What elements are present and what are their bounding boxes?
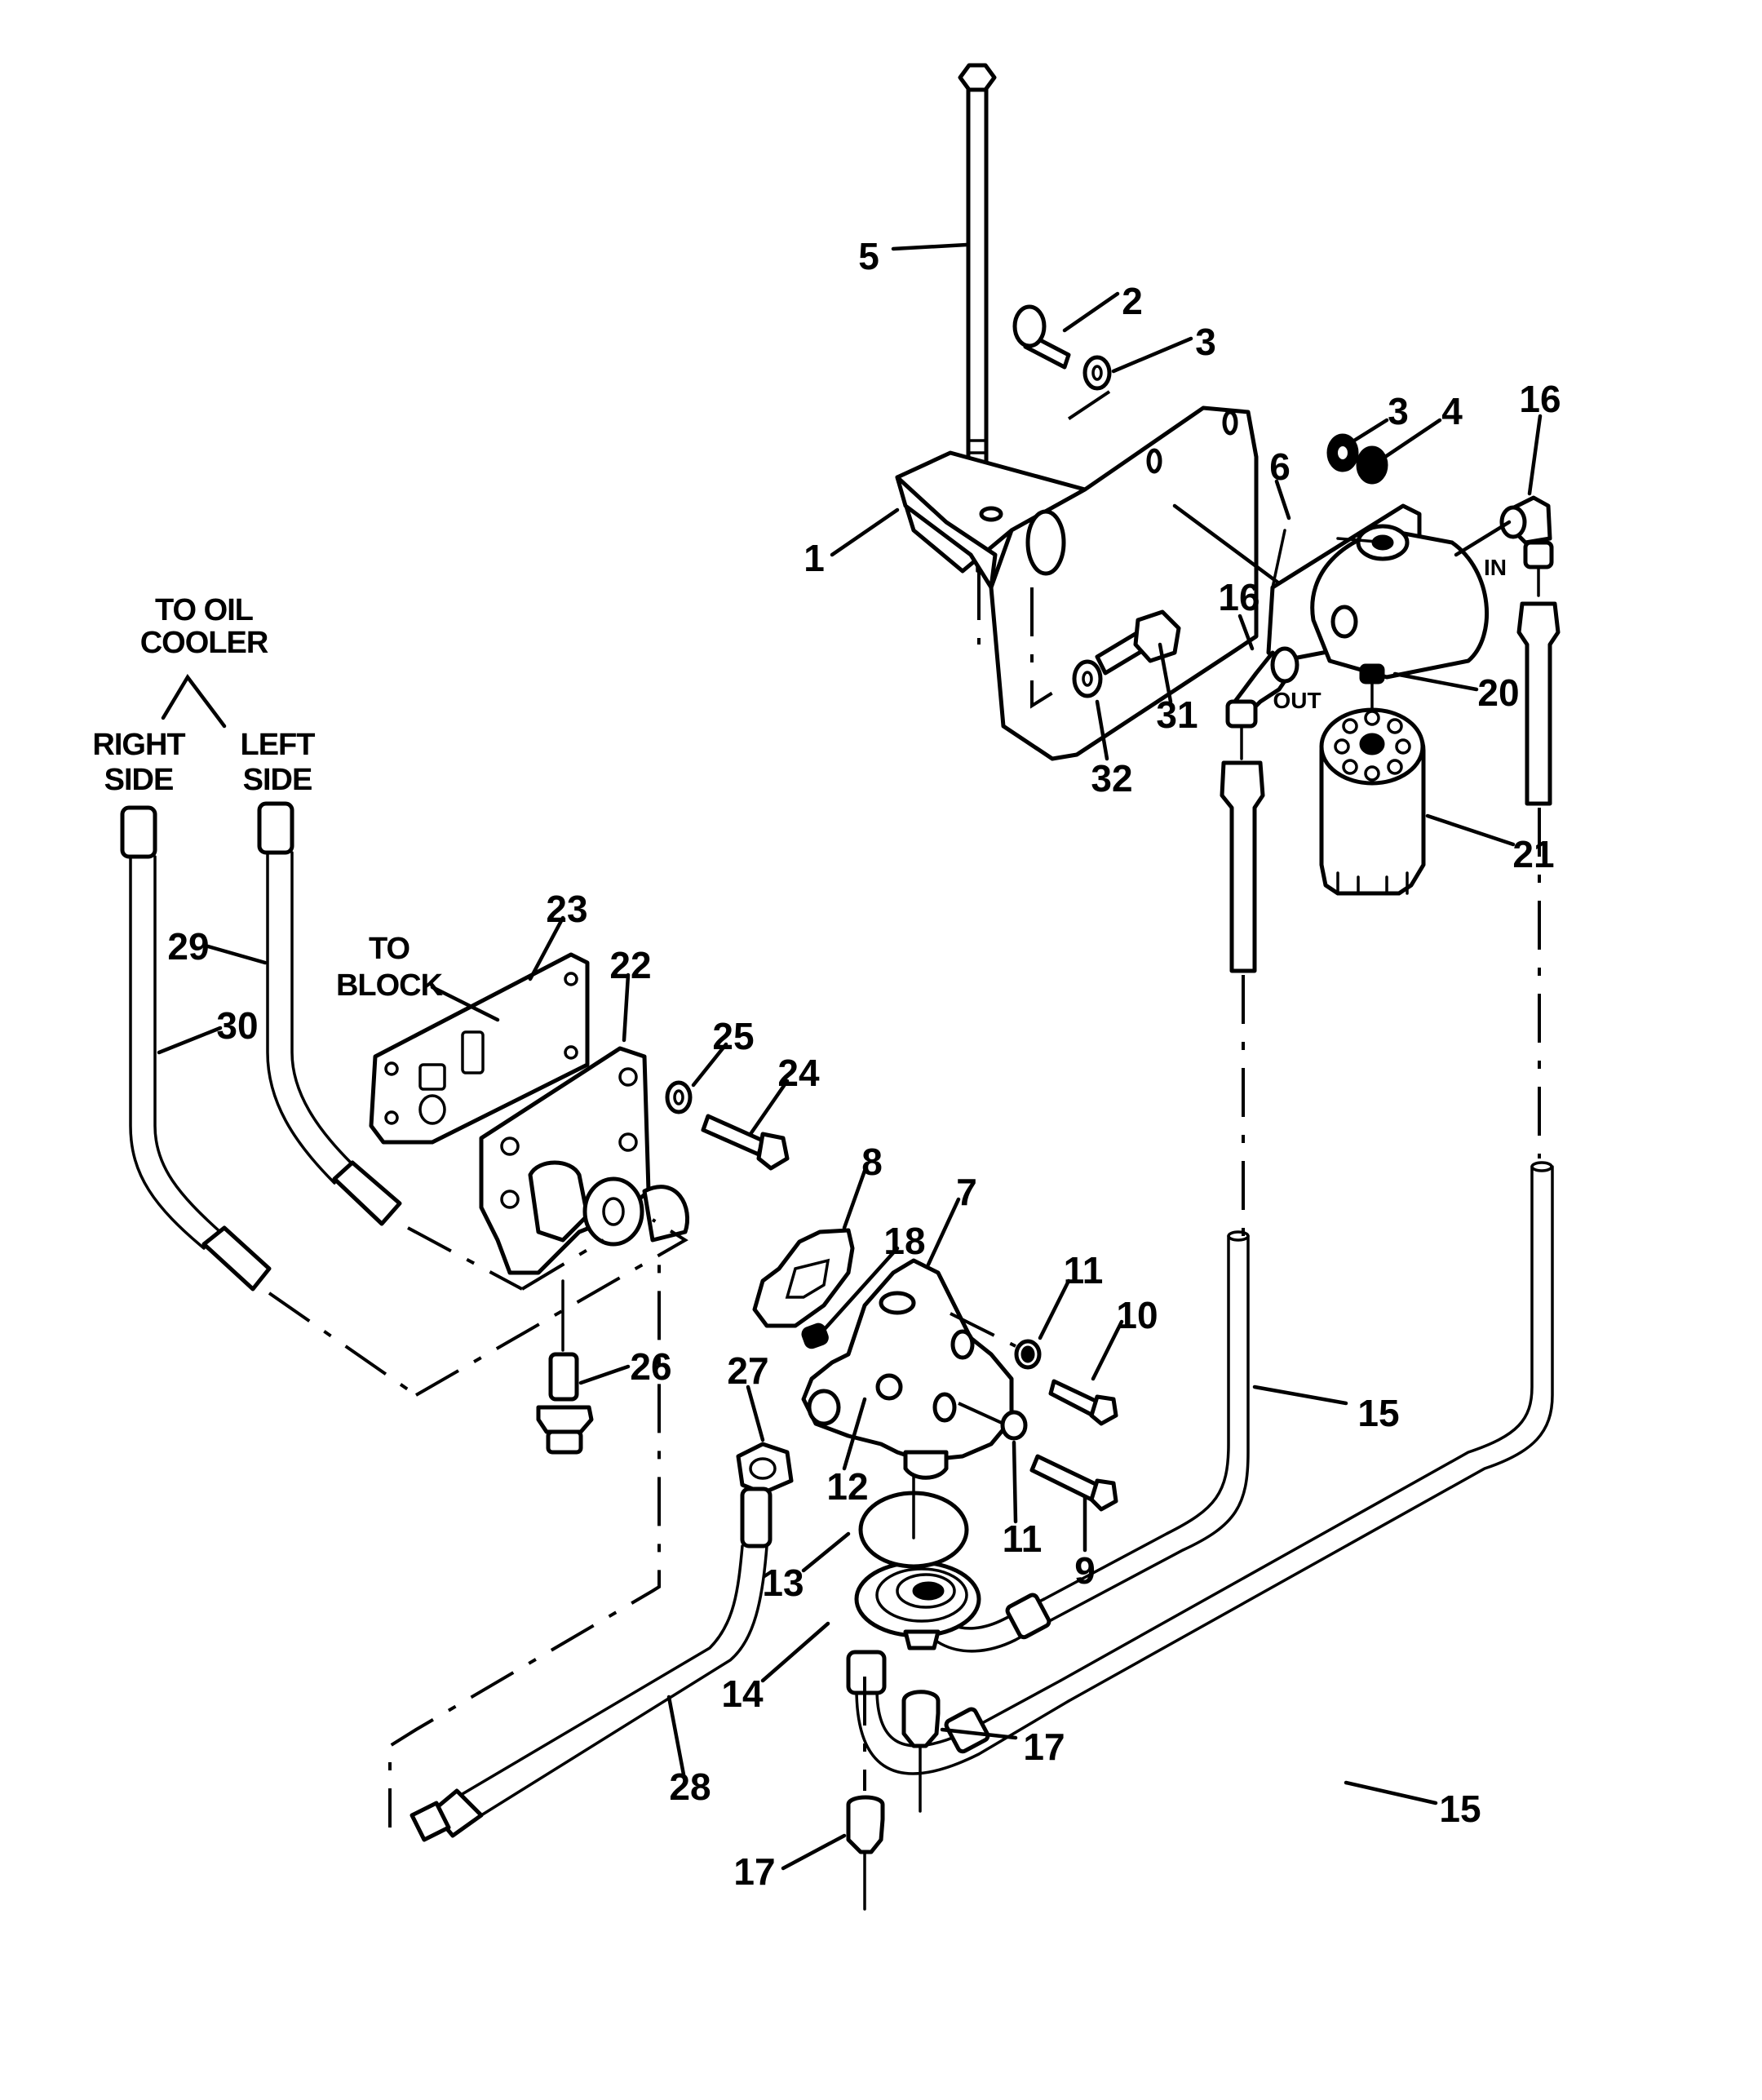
callout-21: 21 xyxy=(1512,833,1554,875)
leader-lines xyxy=(157,242,1543,1871)
note-to-block-2: BLOCK xyxy=(336,968,444,1003)
callout-labels: 5 2 3 1 3 4 6 16 16 20 31 32 21 29 30 23… xyxy=(167,235,1561,1893)
part-30-hose-right-side xyxy=(120,805,418,1397)
part-3-washer-right xyxy=(1326,433,1359,472)
part-10-bolt xyxy=(1048,1379,1118,1426)
part-15-tube-outer xyxy=(1059,1161,1554,1703)
callout-32: 32 xyxy=(1091,757,1132,800)
part-15-tube-inner xyxy=(1043,1230,1250,1621)
callout-24: 24 xyxy=(777,1052,820,1094)
part-16-elbow-out xyxy=(1225,646,1299,729)
callout-3: 3 xyxy=(1195,321,1216,363)
part-1-bracket xyxy=(895,405,1259,761)
part-11-washer-upper xyxy=(1014,1339,1042,1370)
callout-12: 12 xyxy=(826,1465,868,1508)
note-to-block-1: TO xyxy=(369,932,410,966)
part-11-washer-lower xyxy=(1000,1410,1028,1441)
callout-3: 3 xyxy=(1388,390,1409,432)
port-label-in: IN xyxy=(1484,555,1507,580)
callout-25: 25 xyxy=(712,1015,754,1057)
part-32-washer xyxy=(1072,659,1103,698)
callout-14: 14 xyxy=(721,1672,764,1715)
part-6-filter-head xyxy=(1172,503,1490,680)
note-to-oil-cooler-2: COOLER xyxy=(140,626,268,660)
callout-16: 16 xyxy=(1218,576,1260,618)
callout-8: 8 xyxy=(861,1141,883,1183)
part-7-adapter-housing xyxy=(801,1258,1014,1480)
part-3-washer-top xyxy=(1082,355,1112,391)
part-21-oil-filter xyxy=(1319,707,1426,896)
callout-4: 4 xyxy=(1441,390,1463,432)
callout-5: 5 xyxy=(858,235,879,277)
part-2-bolt xyxy=(1012,304,1071,370)
part-20-nipple xyxy=(1359,663,1385,711)
callout-30: 30 xyxy=(216,1004,258,1047)
part-4-nut xyxy=(1356,445,1388,485)
callout-18: 18 xyxy=(883,1220,925,1262)
callout-15: 15 xyxy=(1439,1788,1481,1830)
part-28-hose xyxy=(410,1486,773,1842)
callout-10: 10 xyxy=(1116,1294,1158,1336)
callout-2: 2 xyxy=(1122,280,1143,322)
callout-15: 15 xyxy=(1357,1392,1399,1434)
callout-31: 31 xyxy=(1156,693,1198,736)
callout-11: 11 xyxy=(1003,1517,1043,1560)
note-left-side-1: LEFT xyxy=(241,728,316,762)
part-9-bolt xyxy=(1029,1454,1118,1512)
callout-1: 1 xyxy=(804,537,825,579)
callout-23: 23 xyxy=(546,888,587,930)
hose-out-upper xyxy=(1220,724,1265,1240)
part-18-plug xyxy=(801,1322,829,1349)
callout-17: 17 xyxy=(733,1850,775,1893)
note-left-side-2: SIDE xyxy=(243,763,312,797)
part-14-adapter-plate xyxy=(854,1560,981,1650)
part-13-o-ring xyxy=(858,1475,969,1569)
callout-7: 7 xyxy=(956,1171,977,1213)
callout-16: 16 xyxy=(1519,378,1561,420)
callout-9: 9 xyxy=(1074,1549,1096,1592)
port-label-out: OUT xyxy=(1273,688,1321,713)
callout-26: 26 xyxy=(630,1345,671,1388)
callout-29: 29 xyxy=(167,925,209,968)
callout-13: 13 xyxy=(762,1562,804,1604)
note-right-side-2: SIDE xyxy=(104,763,174,797)
part-25-washer xyxy=(665,1080,693,1114)
part-22-adapter xyxy=(479,1046,690,1275)
part-31-bolt xyxy=(1095,609,1181,676)
part-23-gasket xyxy=(369,952,590,1145)
part-16-elbow-in xyxy=(1454,495,1554,569)
callout-6: 6 xyxy=(1269,445,1291,488)
part-26-fitting xyxy=(536,1279,594,1455)
callout-11: 11 xyxy=(1064,1249,1104,1291)
part-27-fitting xyxy=(736,1442,794,1495)
callout-20: 20 xyxy=(1477,671,1519,714)
note-to-oil-cooler-1: TO OIL xyxy=(155,593,254,627)
part-17-fitting-lower xyxy=(846,1795,885,1911)
note-right-side-1: RIGHT xyxy=(92,728,185,762)
callout-28: 28 xyxy=(669,1766,711,1808)
part-24-bolt xyxy=(701,1114,790,1171)
callout-17: 17 xyxy=(1023,1726,1065,1768)
callout-22: 22 xyxy=(609,944,651,986)
part-17-fitting-upper xyxy=(901,1690,941,1813)
part-29-hose-left-side xyxy=(257,801,523,1291)
callout-27: 27 xyxy=(727,1349,768,1392)
annotation-notes: TO OIL COOLER RIGHT SIDE LEFT SIDE TO BL… xyxy=(92,555,1507,1003)
hose-in-upper xyxy=(1516,565,1561,1159)
part-8-gasket xyxy=(752,1228,855,1328)
